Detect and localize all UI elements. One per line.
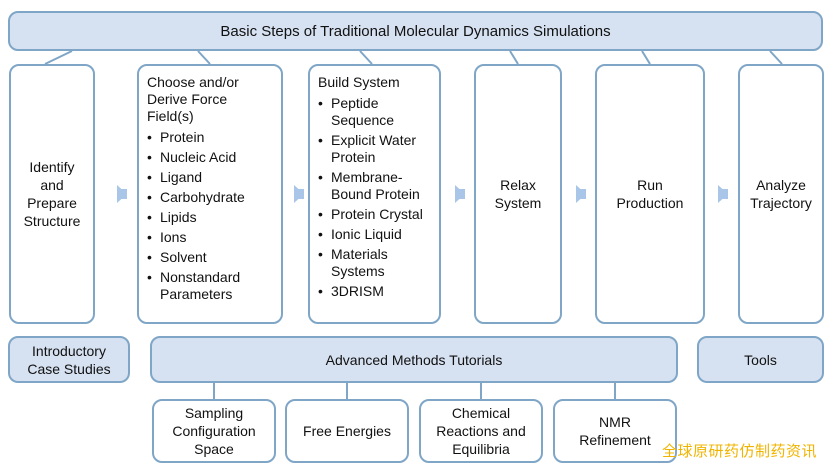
arrow-4 [576,185,586,203]
connector-relax [509,50,519,65]
introductory-case-studies-box: Introductory Case Studies [8,336,130,383]
diagram-title-bar: Basic Steps of Traditional Molecular Dyn… [8,11,823,51]
step-identify-label: Identify and Prepare Structure [23,159,81,229]
build-system-item: Materials Systems [318,246,433,280]
force-field-item: Nonstandard Parameters [147,269,275,303]
connector-identify [44,50,73,65]
connector-analyze [769,50,783,65]
arrow-5 [718,185,728,203]
step-run-box: Run Production [595,64,705,324]
force-field-item: Ligand [147,169,275,186]
connector-build-system [359,50,373,65]
step-relax-box: Relax System [474,64,562,324]
force-field-item: Nucleic Acid [147,149,275,166]
subtopic-label: NMR Refinement [579,414,651,448]
force-field-item: Protein [147,129,275,146]
step-run-label: Run Production [616,177,684,211]
subtopic-label: Chemical Reactions and Equilibria [436,405,526,457]
step-identify-box: Identify and Prepare Structure [9,64,95,324]
subtopic-chemical-box: Chemical Reactions and Equilibria [419,399,543,463]
step-build-system-box: Build System Peptide Sequence Explicit W… [308,64,441,324]
subtopic-nmr-box: NMR Refinement [553,399,677,463]
step-analyze-label: Analyze Trajectory [750,177,812,211]
force-field-list: Protein Nucleic Acid Ligand Carbohydrate… [147,129,275,303]
subtopic-label: Sampling Configuration Space [172,405,256,457]
diagram-title: Basic Steps of Traditional Molecular Dyn… [220,22,611,40]
build-system-item: Ionic Liquid [318,226,433,243]
build-system-title: Build System [318,74,400,90]
tools-box: Tools [697,336,824,383]
build-system-item: Explicit Water Protein [318,132,433,166]
force-field-title: Choose and/or Derive Force Field(s) [147,74,239,124]
build-system-item: 3DRISM [318,283,433,300]
build-system-item: Protein Crystal [318,206,433,223]
tools-label: Tools [744,351,777,368]
arrow-1 [117,185,127,203]
advanced-methods-box: Advanced Methods Tutorials [150,336,678,383]
step-force-field-box: Choose and/or Derive Force Field(s) Prot… [137,64,283,324]
arrow-2 [294,185,304,203]
subtopic-label: Free Energies [303,423,391,439]
build-system-item: Peptide Sequence [318,95,433,129]
force-field-item: Carbohydrate [147,189,275,206]
watermark-text: 全球原研药仿制药资讯 [661,442,817,460]
advanced-methods-label: Advanced Methods Tutorials [325,351,503,368]
arrow-3 [455,185,465,203]
connector-force-field [197,50,211,65]
subtopic-sampling-box: Sampling Configuration Space [152,399,276,463]
connector-run [641,50,651,65]
build-system-item: Membrane- Bound Protein [318,169,433,203]
subtopic-free-energies-box: Free Energies [285,399,409,463]
build-system-list: Peptide Sequence Explicit Water Protein … [318,95,433,300]
force-field-item: Ions [147,229,275,246]
force-field-item: Lipids [147,209,275,226]
introductory-case-studies-label: Introductory Case Studies [27,342,111,377]
force-field-item: Solvent [147,249,275,266]
step-analyze-box: Analyze Trajectory [738,64,824,324]
step-relax-label: Relax System [494,177,542,211]
